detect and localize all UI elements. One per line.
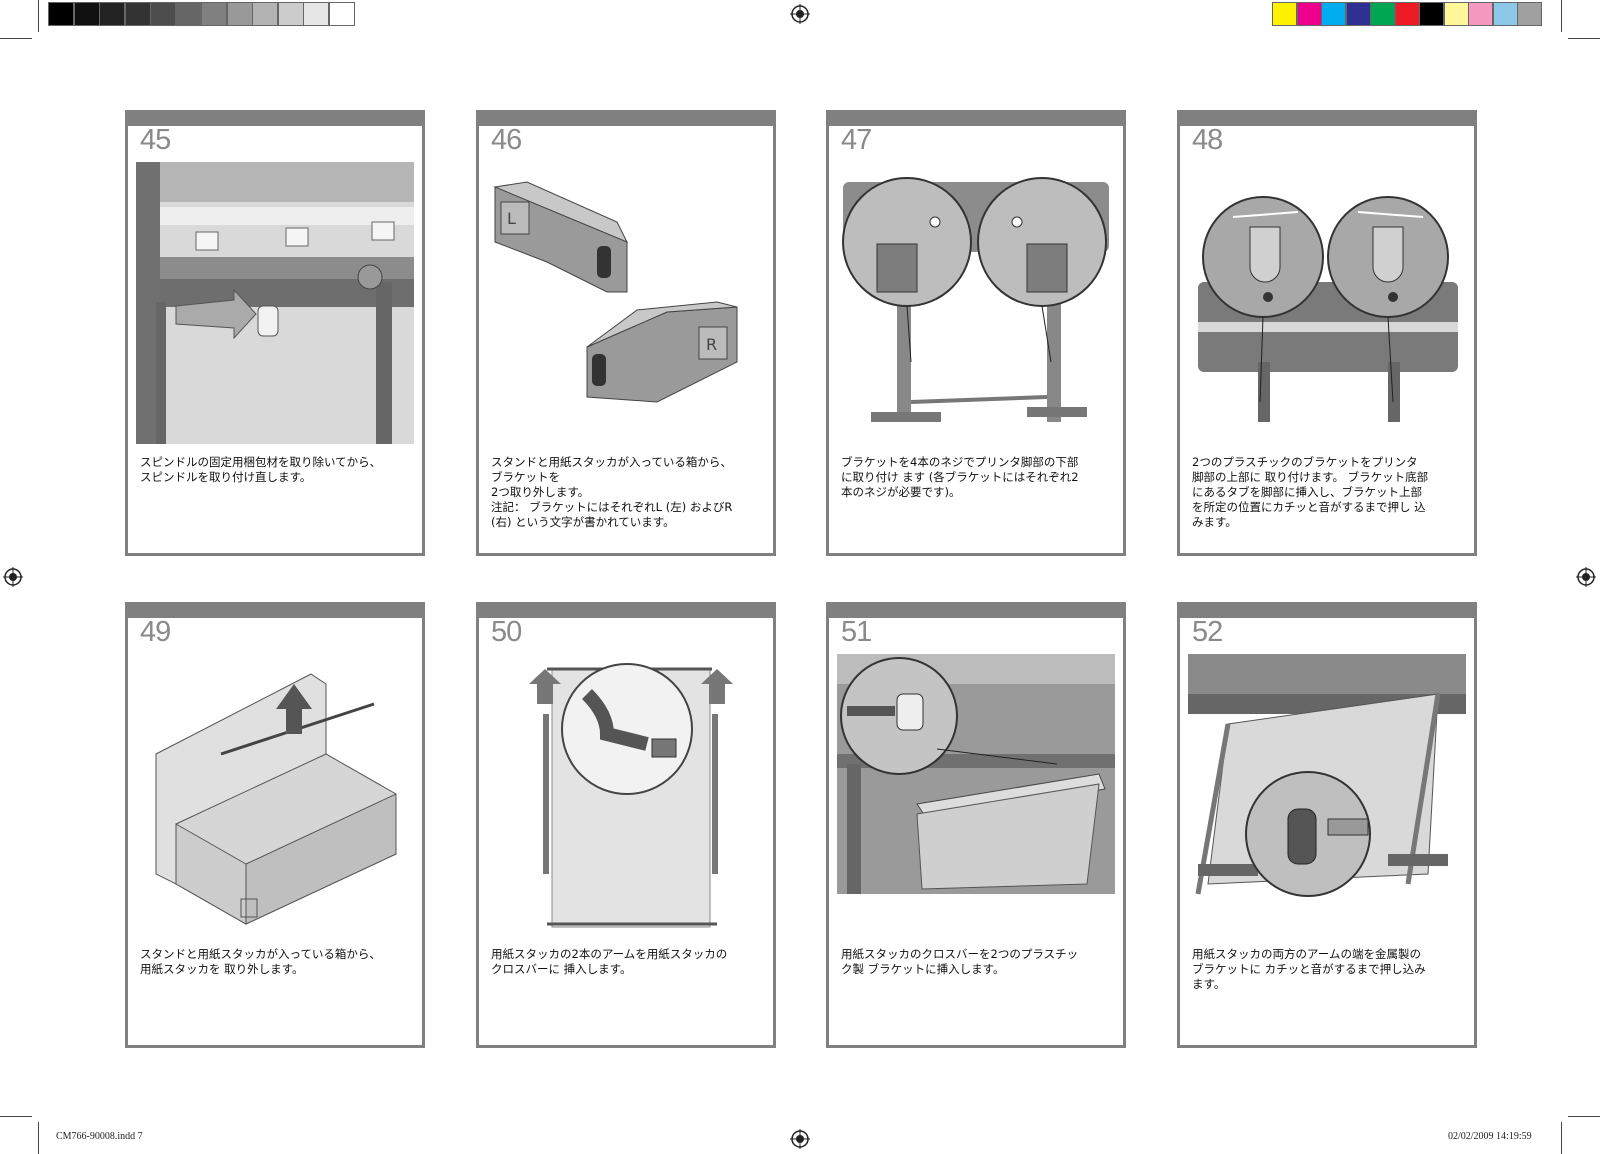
crop-mark	[38, 0, 39, 32]
brackets-lr-illustration-icon: L R	[493, 181, 738, 403]
panel-header-bar	[125, 110, 425, 126]
step-caption: スタンドと用紙スタッカが入っている箱から、 ブラケットを 2つ取り外します。 注…	[491, 455, 733, 529]
step-panel-50: 50 用紙スタッカの2本のアームを用紙スタッカの クロスバーに 挿入します。	[476, 602, 776, 1048]
crop-mark	[0, 38, 32, 39]
gray-swatch	[150, 2, 176, 26]
panel-header-bar	[476, 110, 776, 126]
color-swatch	[1272, 2, 1297, 26]
crop-mark	[1561, 0, 1562, 32]
step-caption: スタンドと用紙スタッカが入っている箱から、 用紙スタッカを 取り外します。	[140, 947, 381, 976]
step-caption: 用紙スタッカの2本のアームを用紙スタッカの クロスバーに 挿入します。	[491, 947, 728, 976]
step-panel-47: 47 ブラケットを4本のネジでプリンタ脚部の下部 に取り付け ます (各ブラケッ…	[826, 110, 1126, 556]
registration-mark-icon	[790, 4, 810, 24]
registration-mark-icon	[3, 567, 23, 587]
panel-header-bar	[1177, 110, 1477, 126]
color-swatch	[1443, 2, 1469, 26]
crop-mark	[0, 1116, 32, 1117]
registration-mark-icon	[1576, 567, 1596, 587]
step-number: 52	[1192, 616, 1223, 648]
crop-mark	[1561, 1122, 1562, 1154]
panel-header-bar	[125, 602, 425, 618]
arms-metal-bracket-illustration-icon	[1188, 654, 1466, 897]
crop-mark	[1568, 38, 1600, 39]
panel-header-bar	[826, 110, 1126, 126]
gray-swatch	[303, 2, 329, 26]
timestamp-slug: 02/02/2009 14:19:59	[1448, 1131, 1532, 1142]
stacker-arms-illustration-icon	[529, 663, 733, 928]
gray-swatch	[124, 2, 151, 26]
crossbar-insert-illustration-icon	[837, 654, 1115, 894]
step-number: 51	[841, 616, 872, 648]
step-caption: 用紙スタッカの両方のアームの端を金属製の ブラケットに カチッと音がするまで押し…	[1192, 947, 1426, 991]
color-swatch	[1517, 2, 1542, 26]
registration-mark-icon	[790, 1129, 810, 1149]
gray-swatch	[73, 2, 100, 26]
step-number: 46	[491, 124, 522, 156]
step-panel-52: 52 用紙スタッカの両方のアームの端を金属製の ブラケットに カチッと音がするま…	[1177, 602, 1477, 1048]
gray-swatch	[175, 2, 202, 26]
step-caption: 用紙スタッカのクロスバーを2つのプラスチッ ク製 ブラケットに挿入します。	[841, 947, 1079, 976]
step-caption: ブラケットを4本のネジでプリンタ脚部の下部 に取り付け ます (各ブラケットには…	[841, 455, 1079, 499]
plastic-bracket-illustration-icon	[1198, 196, 1458, 422]
step-caption: スピンドルの固定用梱包材を取り除いてから、 スピンドルを取り付け直します。	[140, 455, 382, 484]
gray-swatch	[48, 2, 74, 26]
step-panel-49: 49 スタンドと用紙スタッカが入っている箱から、 用紙スタッカを 取り外します。	[125, 602, 425, 1048]
step-number: 50	[491, 616, 522, 648]
spindle-bracket-illustration-icon	[136, 162, 414, 444]
gray-swatch	[226, 2, 253, 26]
step-panel-45: 45 スピンドルの固定用梱包材を取り除いてから、 スピンドルを取り付け直します。	[125, 110, 425, 556]
step-panel-51: 51 用紙スタッカのクロスバーを2つのプラスチッ ク製 ブラケットに挿入します。	[826, 602, 1126, 1048]
gray-swatch	[277, 2, 304, 26]
step-number: 47	[841, 124, 872, 156]
step-number: 45	[140, 124, 171, 156]
box-stacker-illustration-icon	[155, 673, 397, 925]
color-swatch	[1492, 2, 1518, 26]
panel-header-bar	[826, 602, 1126, 618]
step-number: 49	[140, 616, 171, 648]
crop-mark	[1568, 1116, 1600, 1117]
color-swatch	[1468, 2, 1493, 26]
gray-swatch	[201, 2, 227, 26]
step-number: 48	[1192, 124, 1223, 156]
crop-mark	[38, 1122, 39, 1154]
gray-swatch	[328, 2, 355, 26]
color-swatch	[1345, 2, 1371, 26]
color-swatch	[1394, 2, 1420, 26]
svg-text:L: L	[507, 209, 516, 228]
step-panel-46: 46 L R スタンドと用紙スタッカが入っている箱から、 ブラケットを 2つ取り…	[476, 110, 776, 556]
gray-swatch	[99, 2, 125, 26]
panel-header-bar	[476, 602, 776, 618]
svg-text:R: R	[706, 335, 717, 354]
color-swatch	[1296, 2, 1322, 26]
color-swatch	[1321, 2, 1346, 26]
bracket-screws-illustration-icon	[842, 177, 1109, 422]
gray-swatch	[252, 2, 278, 26]
color-swatch	[1419, 2, 1444, 26]
step-panel-48: 48 2つのプラスチックのブラケットをプリンタ 脚部の上部に 取り付けます。 ブ…	[1177, 110, 1477, 556]
step-caption: 2つのプラスチックのブラケットをプリンタ 脚部の上部に 取り付けます。 ブラケッ…	[1192, 455, 1429, 529]
file-slug: CM766-90008.indd 7	[56, 1131, 143, 1142]
panel-header-bar	[1177, 602, 1477, 618]
color-swatch	[1370, 2, 1395, 26]
